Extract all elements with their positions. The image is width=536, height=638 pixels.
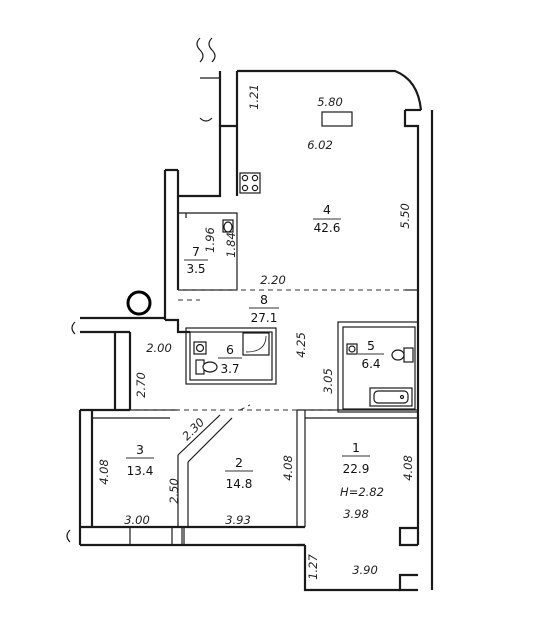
washbasin-icon bbox=[193, 341, 207, 355]
dimension-1-84: 1.84 bbox=[224, 232, 238, 258]
room-area-8: 27.1 bbox=[251, 311, 278, 325]
room-number-8: 8 bbox=[260, 292, 268, 307]
sink-icon bbox=[242, 332, 270, 356]
room-area-7: 3.5 bbox=[186, 262, 205, 276]
room-area-2: 14.8 bbox=[226, 477, 253, 491]
dashed-boundaries bbox=[130, 289, 405, 411]
dimension-4-08-room1: 4.08 bbox=[401, 455, 415, 481]
room-number-1: 1 bbox=[352, 440, 360, 455]
dimension-2-70: 2.70 bbox=[134, 372, 148, 398]
room-labels: 4 42.6 7 3.5 8 27.1 6 3.7 5 6.4 3 13.4 2… bbox=[126, 202, 384, 499]
toilet-icon bbox=[222, 219, 234, 233]
dimension-3-98: 3.98 bbox=[343, 507, 369, 521]
toilet-icon bbox=[391, 347, 414, 363]
dimension-2-00: 2.00 bbox=[146, 341, 172, 355]
dimension-2-50: 2.50 bbox=[167, 478, 181, 504]
dimension-2-20: 2.20 bbox=[260, 273, 286, 287]
ceiling-height: H=2.82 bbox=[340, 485, 384, 499]
dimension-5-80: 5.80 bbox=[317, 95, 343, 109]
dimension-4-08-room3: 4.08 bbox=[97, 459, 111, 485]
dimension-1-96: 1.96 bbox=[203, 227, 217, 253]
room-number-7: 7 bbox=[192, 244, 200, 259]
dimension-1-21: 1.21 bbox=[247, 84, 261, 110]
exterior-walls bbox=[66, 37, 434, 592]
dimension-4-25: 4.25 bbox=[294, 332, 308, 358]
dimension-1-27: 1.27 bbox=[306, 554, 320, 580]
fixtures bbox=[193, 111, 414, 407]
toilet-icon bbox=[195, 359, 218, 375]
dimension-5-50: 5.50 bbox=[398, 203, 412, 229]
dimension-3-05: 3.05 bbox=[321, 368, 335, 394]
room-number-3: 3 bbox=[136, 442, 144, 457]
room-area-3: 13.4 bbox=[127, 464, 154, 478]
dimension-4-08-room2: 4.08 bbox=[281, 455, 295, 481]
dimension-3-93: 3.93 bbox=[225, 513, 251, 527]
room-area-5: 6.4 bbox=[361, 357, 380, 371]
room-number-2: 2 bbox=[235, 455, 243, 470]
stove-icon bbox=[239, 172, 261, 194]
room-number-6: 6 bbox=[226, 342, 234, 357]
room-number-4: 4 bbox=[323, 202, 331, 217]
room-area-4: 42.6 bbox=[314, 221, 341, 235]
room-area-6: 3.7 bbox=[220, 362, 239, 376]
bathtub-icon bbox=[369, 387, 413, 407]
dimension-2-30: 2.30 bbox=[179, 415, 207, 443]
dimension-6-02: 6.02 bbox=[307, 138, 333, 152]
washbasin-icon bbox=[346, 343, 358, 355]
table-icon bbox=[321, 111, 353, 127]
dimension-3-00: 3.00 bbox=[124, 513, 150, 527]
room-area-1: 22.9 bbox=[343, 462, 370, 476]
circle-marker bbox=[126, 290, 152, 316]
interior-walls bbox=[92, 212, 419, 527]
room-number-5: 5 bbox=[367, 338, 375, 353]
dimension-3-90: 3.90 bbox=[352, 563, 378, 577]
